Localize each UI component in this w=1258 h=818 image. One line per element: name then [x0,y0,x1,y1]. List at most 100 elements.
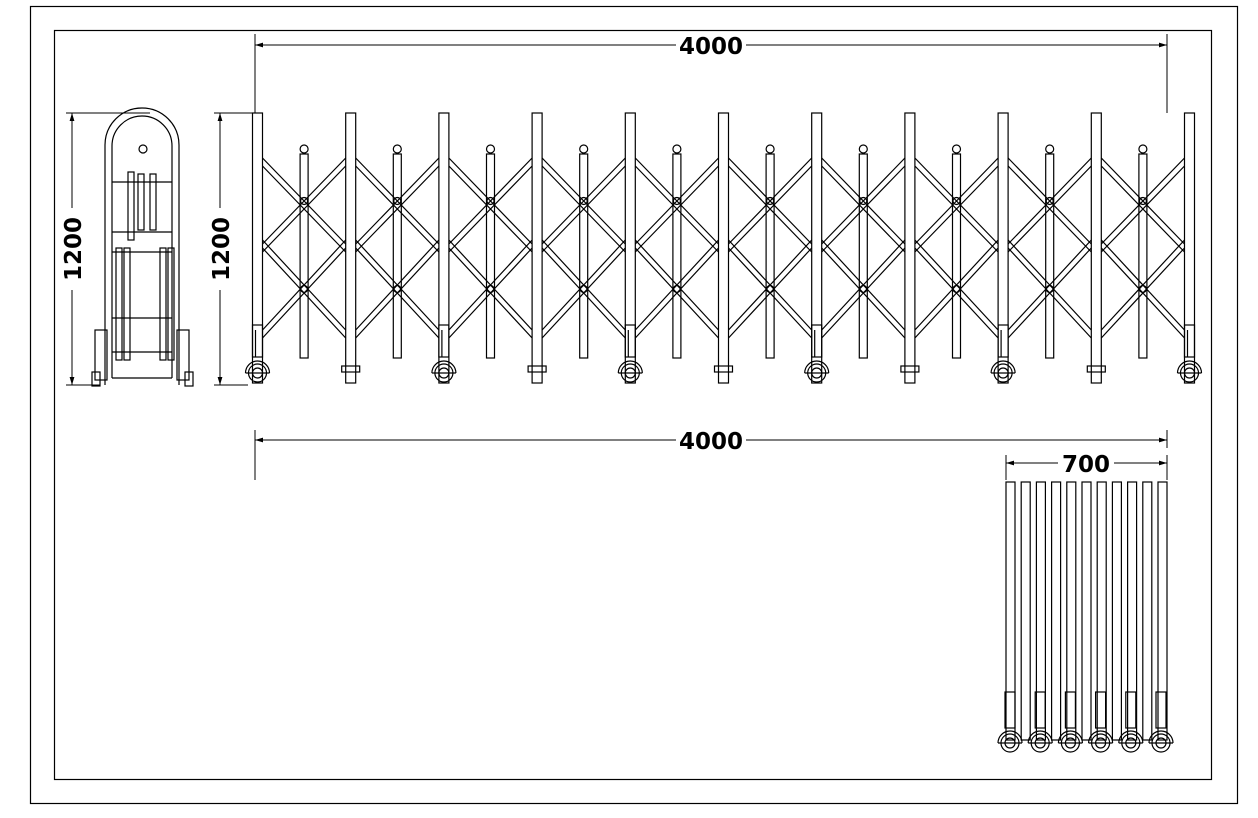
main-post [438,112,450,384]
side-post [149,173,157,231]
main-post [1183,112,1196,384]
post-knob [765,144,775,154]
dimension-top [254,34,1168,113]
side-post [127,171,135,241]
closed-post [1035,481,1047,741]
pivot-pin [672,284,682,294]
post-knob [951,144,962,154]
pivot-pin [486,284,495,294]
side-frame-outer [104,107,180,385]
dimension-side-height [66,112,150,386]
scissor-bar [728,165,813,253]
mid-post [299,153,309,359]
closed-post [1020,481,1031,741]
dimension-side-height-label: 1200 [61,217,87,281]
closed-post [1111,481,1123,741]
scissor-bar [355,157,440,245]
scissor-bar [262,165,347,253]
post-foot [1086,365,1106,373]
dimension-top-label: 4000 [679,34,743,60]
inner-border [53,29,1213,781]
scissor-bar [728,157,813,245]
wheel-fork [431,360,457,374]
main-post [717,112,730,384]
wheel-fork [997,730,1023,744]
wheel-bracket [438,324,450,358]
wheel-fork [1088,730,1114,744]
pivot-pin [1138,196,1148,206]
wheel-bracket [624,324,636,358]
mid-post [951,153,962,359]
main-post [531,112,543,384]
wheel-bracket [997,324,1009,358]
scissor-bar [1007,157,1092,245]
scissor-bar [448,165,533,253]
closed-post [1050,481,1062,741]
pivot-pin [1045,196,1054,206]
mid-post [858,153,868,359]
pivot-pin [672,196,682,206]
dimension-closed [1005,455,1168,480]
scissor-bar [1100,165,1185,253]
dimension-bottom-label: 4000 [679,429,743,455]
pivot-pin [486,196,495,206]
wheel-fork [990,360,1016,374]
main-post [345,112,357,384]
mid-post [392,153,402,359]
side-post [159,247,167,361]
wheel-bracket [811,324,823,358]
mid-post [765,153,775,359]
side-post [115,247,123,361]
scissor-bar [634,157,719,245]
wheel-fork [1176,360,1203,374]
post-foot [341,365,361,373]
scissor-bar [821,165,906,253]
side-wheel-bracket [176,329,190,381]
wheel-fork [244,360,271,374]
main-post [624,112,636,384]
main-post [997,112,1009,384]
pivot-pin [300,284,309,294]
closed-post [1142,481,1153,741]
post-foot [900,365,920,373]
side-post [123,247,131,361]
front-view-extended [244,112,1203,384]
side-knob [138,144,148,154]
pivot-pin [765,196,775,206]
side-post [167,247,175,361]
wheel-bracket [1034,691,1046,729]
mid-post [579,153,589,359]
closed-post [1005,481,1016,741]
wheel-fork [1118,730,1144,744]
mid-post [672,153,682,359]
scissor-bar [541,157,626,245]
wheel-bracket [1155,691,1167,729]
post-foot [713,365,734,373]
scissor-bar [355,165,440,253]
wheel-bracket [1094,691,1107,729]
pivot-pin [393,284,402,294]
closed-post [1066,481,1077,741]
closed-post [1157,481,1168,741]
wheel-bracket [251,324,264,358]
pivot-pin [579,284,588,294]
post-knob [392,144,402,154]
wheel-fork [804,360,830,374]
pivot-pin [765,284,775,294]
side-frame-inner [111,115,173,378]
wheel-fork [617,360,643,374]
side-post [137,173,145,231]
closed-post [1096,481,1107,741]
post-knob [858,144,868,154]
wheel-bracket [1064,691,1077,729]
post-knob [299,144,309,154]
pivot-pin [393,196,402,206]
side-wheel-bracket [94,329,108,381]
scissor-bar [541,165,626,253]
closed-post [1081,481,1092,741]
main-post [904,112,916,384]
pivot-pin [300,196,309,206]
post-knob [1138,144,1148,154]
mid-post [485,153,496,359]
